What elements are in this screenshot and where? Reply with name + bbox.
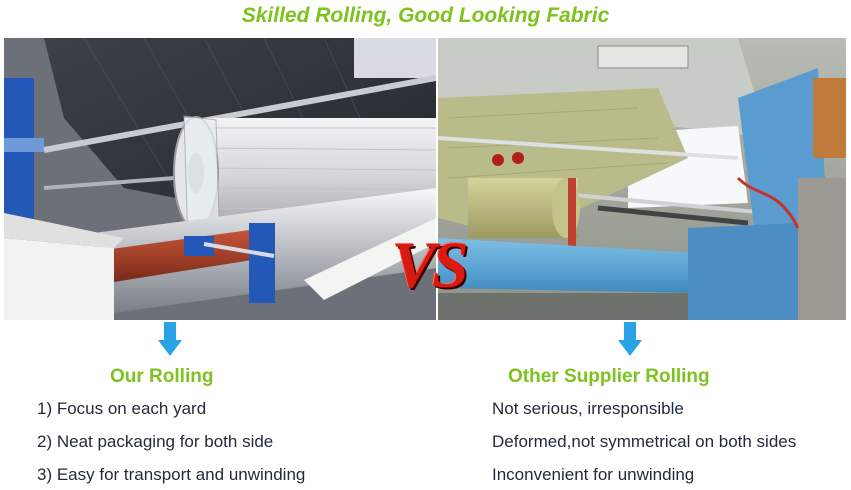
list-item: 3) Easy for transport and unwinding xyxy=(37,465,306,484)
list-item: 2) Neat packaging for both side xyxy=(37,432,274,451)
page-title: Skilled Rolling, Good Looking Fabric xyxy=(241,4,610,27)
our-rolling-heading: Our Rolling xyxy=(110,366,214,387)
list-item: Inconvenient for unwinding xyxy=(492,465,695,484)
arrow-down-icon xyxy=(158,322,182,356)
vs-label: VS xyxy=(392,229,469,302)
our-rolling-photo xyxy=(4,38,436,320)
list-item: Not serious, irresponsible xyxy=(492,399,684,418)
other-supplier-photo xyxy=(438,38,846,320)
list-item: Deformed,not symmetrical on both sides xyxy=(492,432,797,451)
other-supplier-heading: Other Supplier Rolling xyxy=(508,366,710,387)
list-item: 1) Focus on each yard xyxy=(37,399,207,418)
arrow-down-icon xyxy=(618,322,642,356)
